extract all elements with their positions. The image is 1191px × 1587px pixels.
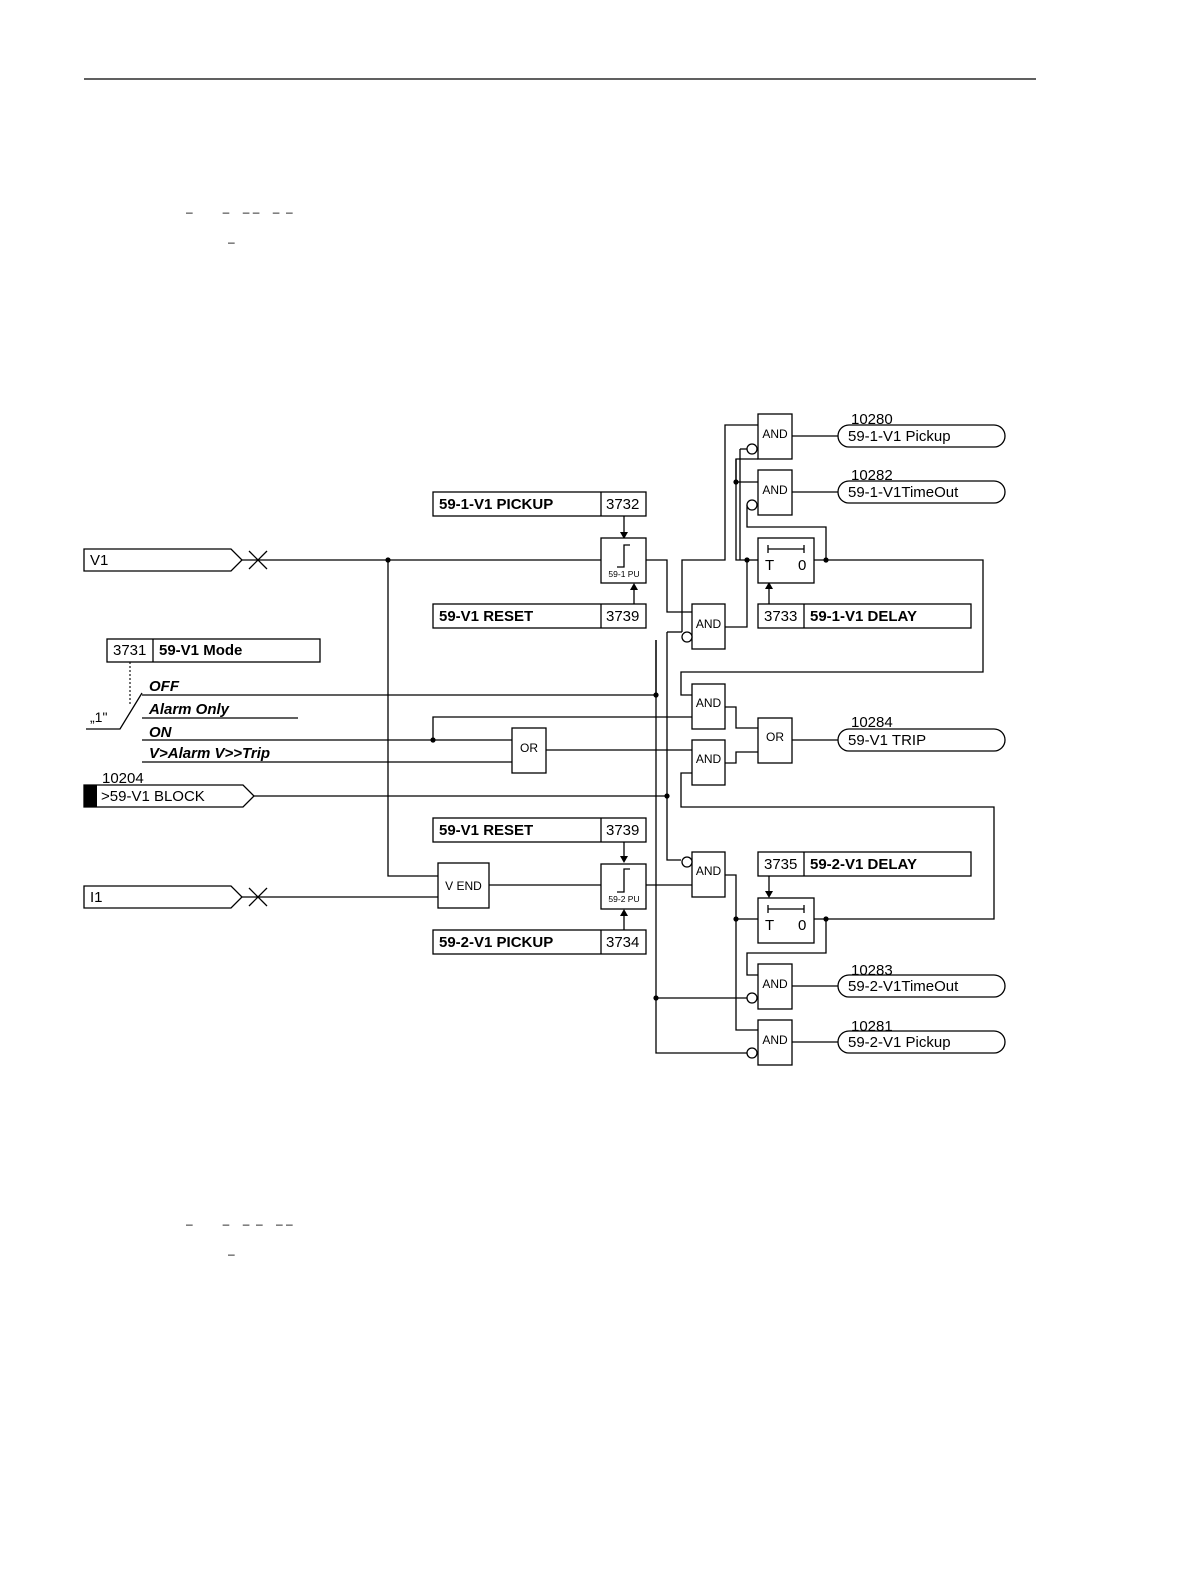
setting-59-2-v1-pickup-number: 3734: [606, 934, 639, 951]
or-gate-trip: OR: [757, 717, 793, 764]
setting-59-v1-reset-1: 59-V1 RESET 3739: [432, 603, 647, 629]
setting-59-v1-reset-2-number: 3739: [606, 822, 639, 839]
timer-stage2-t: T: [765, 917, 774, 934]
mode-setting: 3731 59-V1 Mode: [106, 638, 321, 663]
timer-stage2-0: 0: [798, 917, 806, 934]
pickup-comparator-2-label: 59-2 PU: [608, 894, 639, 904]
setting-59-v1-reset-1-label: 59-V1 RESET: [439, 608, 533, 625]
block-input-number: 10204: [102, 770, 144, 787]
and-gate-trip-1-label: AND: [696, 696, 722, 710]
output-10282: 10282 59-1-V1TimeOut: [837, 467, 1006, 504]
mode-setting-label: 59-V1 Mode: [159, 642, 242, 659]
output-10280: 10280 59-1-V1 Pickup: [837, 411, 1006, 448]
and-gate-out-10282: AND: [757, 469, 793, 516]
mode-option-on: ON: [149, 724, 173, 741]
setting-59-v1-reset-1-number: 3739: [606, 608, 639, 625]
timer-stage1-t: T: [765, 557, 774, 574]
output-10280-label: 59-1-V1 Pickup: [848, 428, 951, 445]
input-v1-label: V1: [90, 552, 108, 569]
and-gate-stage2-label: AND: [696, 864, 722, 878]
output-10282-number: 10282: [851, 467, 893, 484]
setting-59-1-v1-delay-label: 59-1-V1 DELAY: [810, 608, 917, 625]
output-10281-label: 59-2-V1 Pickup: [848, 1034, 951, 1051]
output-10284-label: 59-V1 TRIP: [848, 732, 926, 749]
setting-59-2-v1-delay-number: 3735: [764, 856, 797, 873]
pickup-comparator-1-label: 59-1 PU: [608, 569, 639, 579]
pickup-comparator-1: 59-1 PU: [600, 537, 647, 584]
setting-59-1-v1-pickup: 59-1-V1 PICKUP 3732: [432, 491, 647, 517]
header-marks-line1: – – – – – –: [186, 205, 293, 219]
setting-59-v1-reset-2-label: 59-V1 RESET: [439, 822, 533, 839]
mode-setting-number: 3731: [113, 642, 146, 659]
setting-59-v1-reset-2: 59-V1 RESET 3739: [432, 817, 647, 843]
output-10283-label: 59-2-V1TimeOut: [848, 978, 959, 995]
input-i1-label: I1: [90, 889, 103, 906]
header-marks-line2: –: [228, 235, 235, 249]
setting-59-1-v1-pickup-label: 59-1-V1 PICKUP: [439, 496, 553, 513]
pickup-comparator-2: 59-2 PU: [600, 863, 647, 910]
and-gate-out-10280-label: AND: [762, 427, 788, 441]
output-10280-number: 10280: [851, 411, 893, 428]
input-v1: V1: [83, 548, 601, 572]
and-gate-out-10281-label: AND: [762, 1033, 788, 1047]
and-gate-out-10283: AND: [746, 963, 793, 1010]
output-10282-label: 59-1-V1TimeOut: [848, 484, 959, 501]
mode-option-alarm-only: Alarm Only: [148, 701, 230, 718]
setting-59-1-v1-delay: 3733 59-1-V1 DELAY: [757, 603, 972, 629]
output-10284-number: 10284: [851, 714, 893, 731]
output-10284: 10284 59-V1 TRIP: [837, 714, 1006, 752]
block-input-label: >59-V1 BLOCK: [101, 788, 205, 805]
or-gate-trip-label: OR: [766, 730, 784, 744]
or-gate-mode: OR: [511, 727, 547, 774]
and-gate-trip-1: AND: [691, 683, 726, 730]
and-gate-stage2: AND: [681, 851, 726, 898]
and-gate-trip-2: AND: [691, 739, 726, 786]
mode-option-off: OFF: [149, 678, 180, 695]
and-gate-stage1: AND: [681, 603, 726, 650]
and-gate-trip-2-label: AND: [696, 752, 722, 766]
and-gate-out-10281: AND: [746, 1019, 793, 1066]
input-i1: I1: [83, 885, 438, 909]
and-gate-out-10280: AND: [757, 413, 793, 460]
timer-stage1: T 0: [757, 537, 815, 584]
and-gate-out-10282-label: AND: [762, 483, 788, 497]
setting-59-1-v1-pickup-number: 3732: [606, 496, 639, 513]
v-end-label: V END: [445, 879, 482, 893]
setting-59-1-v1-delay-number: 3733: [764, 608, 797, 625]
output-10281: 10281 59-2-V1 Pickup: [837, 1018, 1006, 1054]
and-gate-stage1-label: AND: [696, 617, 722, 631]
mode-default-label: „1": [90, 709, 107, 725]
footer-marks-line2: –: [228, 1247, 235, 1261]
v-end-block: V END: [437, 862, 490, 909]
or-gate-mode-label: OR: [520, 741, 538, 755]
setting-59-2-v1-pickup: 59-2-V1 PICKUP 3734: [432, 929, 647, 955]
mode-option-v-alarm-v-trip: V>Alarm V>>Trip: [149, 745, 270, 762]
setting-59-2-v1-delay: 3735 59-2-V1 DELAY: [757, 851, 972, 877]
footer-marks-line1: – – – – – –: [186, 1217, 293, 1231]
setting-59-2-v1-pickup-label: 59-2-V1 PICKUP: [439, 934, 553, 951]
block-input: >59-V1 BLOCK: [83, 784, 255, 808]
timer-stage1-0: 0: [798, 557, 806, 574]
timer-stage2: T 0: [757, 897, 815, 944]
and-gate-out-10283-label: AND: [762, 977, 788, 991]
setting-59-2-v1-delay-label: 59-2-V1 DELAY: [810, 856, 917, 873]
output-10283: 10283 59-2-V1TimeOut: [837, 962, 1006, 998]
